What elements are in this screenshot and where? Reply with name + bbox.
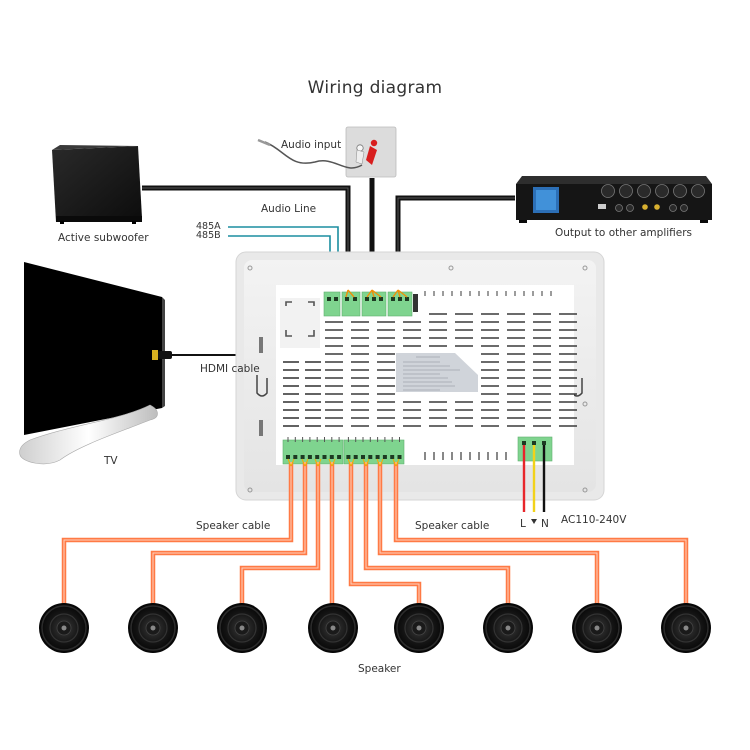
speaker xyxy=(394,603,444,653)
subwoofer xyxy=(52,145,142,224)
speaker-tweeter xyxy=(330,625,336,631)
power-neutral-label: N xyxy=(541,518,549,530)
terminal-fanout xyxy=(301,458,309,467)
controller-panel xyxy=(235,251,605,501)
speaker-cone xyxy=(671,613,701,643)
power-spec-label: AC110-240V xyxy=(561,514,627,526)
terminal-screw xyxy=(329,455,334,459)
product-label xyxy=(396,353,478,392)
speaker xyxy=(217,603,267,653)
speaker-rim xyxy=(130,605,176,651)
terminal-fanout xyxy=(376,458,384,467)
speaker-tweeter xyxy=(416,625,422,631)
speaker-cable-right-label: Speaker cable xyxy=(415,520,490,532)
speaker-tweeter xyxy=(239,625,245,631)
terminal-screw xyxy=(337,455,342,459)
speaker-cone xyxy=(404,613,434,643)
speaker-cone xyxy=(49,613,79,643)
speaker-tweeter xyxy=(505,625,511,631)
terminal-screw xyxy=(300,455,305,459)
tv-label: TV xyxy=(104,455,118,467)
terminal-fanout xyxy=(392,458,400,467)
hdmi-label: HDMI cable xyxy=(200,363,260,375)
terminal-screw xyxy=(390,455,395,459)
terminal-screw xyxy=(322,455,327,459)
terminal-screw xyxy=(346,455,351,459)
terminal-fanout xyxy=(287,458,295,467)
speaker-cone xyxy=(138,613,168,643)
speaker xyxy=(483,603,533,653)
audio-line-label: Audio Line xyxy=(261,203,317,215)
amplifier-label: Output to other amplifiers xyxy=(555,227,693,239)
speaker-rim xyxy=(41,605,87,651)
rs485-a-label: 485A xyxy=(196,221,221,232)
speaker-tweeter xyxy=(150,625,156,631)
power-wires xyxy=(522,445,546,512)
terminal-screw xyxy=(315,455,320,459)
audio-input-label: Audio input xyxy=(281,139,342,151)
amplifier xyxy=(516,176,712,223)
terminal-fanout xyxy=(347,458,355,467)
tv-stand xyxy=(19,404,158,465)
terminal-fanout xyxy=(328,458,336,467)
speaker xyxy=(308,603,358,653)
speaker-cable-highlight xyxy=(350,462,420,608)
speaker xyxy=(39,603,89,653)
subwoofer-label: Active subwoofer xyxy=(58,232,149,244)
speaker-tweeter xyxy=(594,625,600,631)
tv xyxy=(19,262,165,465)
speaker xyxy=(128,603,178,653)
speaker-cables xyxy=(61,458,689,608)
speaker-cable-highlight xyxy=(365,462,509,608)
vent-grille xyxy=(283,291,577,460)
speaker-cable-highlight xyxy=(379,462,598,608)
top-terminal-screws xyxy=(327,297,409,301)
speaker-rim xyxy=(396,605,442,651)
speaker-cone xyxy=(227,613,257,643)
terminal-screw xyxy=(361,455,365,459)
speaker-cable-left-label: Speaker cable xyxy=(196,520,271,532)
terminal-screw xyxy=(293,455,298,459)
speaker-cone xyxy=(493,613,523,643)
speaker xyxy=(661,603,711,653)
speaker-rim xyxy=(310,605,356,651)
speaker-cable-highlight xyxy=(241,462,319,608)
rca-red-jack xyxy=(370,139,378,147)
speaker-tweeter xyxy=(61,625,67,631)
speaker-label: Speaker xyxy=(358,663,401,675)
speaker-cone xyxy=(582,613,612,643)
speaker-terminal-blocks xyxy=(282,439,405,465)
speaker-tweeter xyxy=(683,625,689,631)
bracket-marker xyxy=(285,301,315,337)
audio-input-plug-cable xyxy=(264,141,363,169)
terminal-screw xyxy=(307,455,312,459)
terminal-fanout xyxy=(362,458,370,467)
rs485-b-label: 485B xyxy=(196,230,221,241)
audio-input-plate xyxy=(257,126,397,178)
speaker-rim xyxy=(219,605,265,651)
terminal-screw xyxy=(382,455,387,459)
speaker-rim xyxy=(663,605,709,651)
speaker-cable-highlight xyxy=(395,462,687,608)
speaker-rim xyxy=(574,605,620,651)
terminal-fanout xyxy=(314,458,322,467)
speaker-cone xyxy=(318,613,348,643)
speaker-cable-highlight xyxy=(63,462,292,608)
speaker-cable-highlight xyxy=(152,462,306,608)
power-live-label: L xyxy=(520,518,526,530)
speakers xyxy=(39,603,711,653)
terminal-screw xyxy=(353,455,358,459)
terminal-screw xyxy=(375,455,380,459)
speaker-rim xyxy=(485,605,531,651)
earth-symbol-icon xyxy=(531,519,537,524)
speaker xyxy=(572,603,622,653)
terminal-screw xyxy=(368,455,373,459)
terminal-screw xyxy=(286,455,290,459)
terminal-screw xyxy=(397,455,402,459)
diagram-title: Wiring diagram xyxy=(307,78,443,98)
